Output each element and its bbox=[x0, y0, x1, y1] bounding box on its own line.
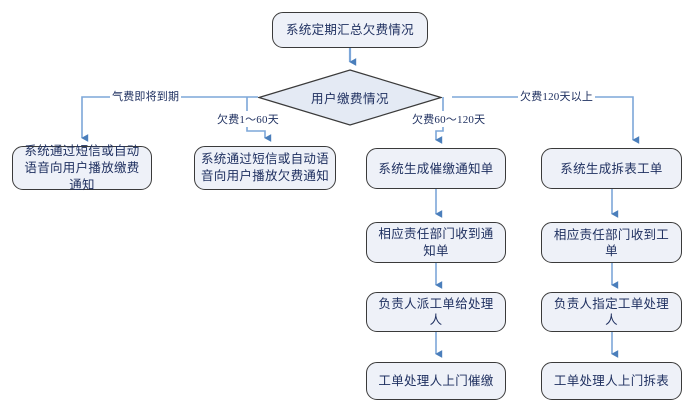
node-col3-4-label: 工单处理人上门催缴 bbox=[378, 374, 494, 388]
diamond-shape bbox=[256, 69, 444, 126]
node-col3-3[interactable]: 负责人派工单给处理人 bbox=[366, 292, 506, 332]
node-col3-2[interactable]: 相应责任部门收到通知单 bbox=[366, 222, 506, 263]
node-col2-1-label: 系统通过短信或自动语音向用户播放欠费通知 bbox=[201, 152, 330, 183]
node-col4-4[interactable]: 工单处理人上门拆表 bbox=[541, 362, 682, 400]
node-col1-1-label: 系统通过短信或自动语音向用户播放缴费通知 bbox=[24, 143, 140, 192]
node-col4-1-label: 系统生成拆表工单 bbox=[560, 161, 663, 176]
node-col1-1[interactable]: 系统通过短信或自动语音向用户播放缴费通知 bbox=[12, 144, 152, 192]
edge-label-branch-3: 欠费60～120天 bbox=[410, 111, 488, 127]
node-col4-2[interactable]: 相应责任部门收到工单 bbox=[541, 222, 682, 263]
node-col4-3[interactable]: 负责人指定工单处理人 bbox=[541, 292, 682, 332]
node-col3-4[interactable]: 工单处理人上门催缴 bbox=[366, 362, 506, 400]
node-col4-3-label: 负责人指定工单处理人 bbox=[553, 297, 670, 327]
edge-label-branch-2: 欠费1～60天 bbox=[215, 111, 281, 127]
node-col4-4-label: 工单处理人上门拆表 bbox=[553, 374, 670, 388]
node-col2-1[interactable]: 系统通过短信或自动语音向用户播放欠费通知 bbox=[194, 146, 336, 190]
node-col4-2-label: 相应责任部门收到工单 bbox=[553, 227, 670, 258]
node-col3-3-label: 负责人派工单给处理人 bbox=[378, 297, 494, 327]
node-start-label: 系统定期汇总欠费情况 bbox=[285, 23, 414, 37]
edge-decision-to-col1 bbox=[81, 96, 258, 142]
node-col3-1-label: 系统生成催缴通知单 bbox=[378, 161, 494, 176]
edge-label-branch-1: 气费即将到期 bbox=[110, 88, 182, 104]
node-start[interactable]: 系统定期汇总欠费情况 bbox=[272, 12, 428, 48]
edge-decision-to-col4 bbox=[452, 96, 640, 144]
node-col4-1[interactable]: 系统生成拆表工单 bbox=[541, 148, 682, 189]
node-col3-1[interactable]: 系统生成催缴通知单 bbox=[366, 148, 506, 189]
edge-label-branch-4: 欠费120天以上 bbox=[518, 88, 596, 104]
node-col3-2-label: 相应责任部门收到通知单 bbox=[378, 226, 494, 258]
